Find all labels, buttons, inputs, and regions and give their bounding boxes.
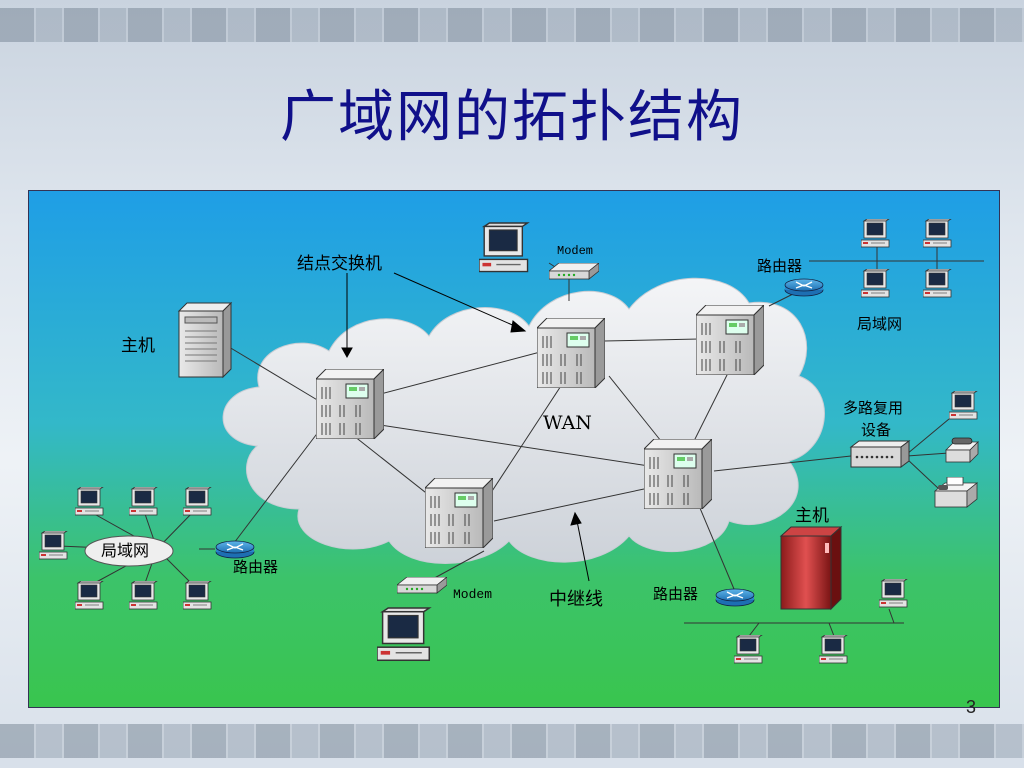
modem-top-label: Modem xyxy=(557,244,593,258)
lan-ellipse xyxy=(84,535,174,567)
mainframe-host-icon xyxy=(779,525,843,611)
computer-icon xyxy=(75,581,104,610)
computer-icon xyxy=(923,219,952,248)
wan-label: WAN xyxy=(543,412,592,434)
host-label: 主机 xyxy=(121,336,155,356)
computer-icon xyxy=(861,269,890,298)
computer-icon xyxy=(39,531,68,560)
host-server-icon xyxy=(177,301,233,379)
computer-icon xyxy=(479,222,529,273)
trunk-label: 中继线 xyxy=(549,589,603,610)
switch-node-top xyxy=(537,318,605,388)
computer-icon xyxy=(734,635,763,664)
computer-icon xyxy=(75,487,104,516)
bottom-border-decoration xyxy=(0,724,1024,758)
switch-node-center-right xyxy=(644,439,712,509)
modem-bottom-label: Modem xyxy=(453,587,492,602)
modem-icon xyxy=(549,263,599,280)
page-number: 3 xyxy=(966,697,977,717)
mux-label-line2: 设备 xyxy=(861,421,891,439)
switch-node-left xyxy=(316,369,384,439)
router-icon xyxy=(215,540,255,559)
wan-topology-diagram: 结点交换机 主机 Modem WAN 路由器 局域网 多路复用 设备 主机 局域… xyxy=(28,190,1000,708)
fax-icon xyxy=(934,477,978,508)
computer-icon xyxy=(183,487,212,516)
telephone-icon xyxy=(945,437,979,463)
router-bottom-label: 路由器 xyxy=(653,585,698,603)
router-top-label: 路由器 xyxy=(757,257,802,275)
computer-icon xyxy=(923,269,952,298)
slide-title: 广域网的拓扑结构 xyxy=(280,85,744,150)
switch-node-right xyxy=(696,305,764,375)
switch-node-bottom xyxy=(425,478,493,548)
computer-icon xyxy=(183,581,212,610)
switch-label: 结点交换机 xyxy=(297,254,382,274)
multiplexer-icon xyxy=(849,440,911,468)
router-icon xyxy=(784,278,824,297)
computer-icon xyxy=(129,581,158,610)
computer-icon xyxy=(377,607,431,662)
modem-icon xyxy=(397,577,447,594)
lan-top-label: 局域网 xyxy=(857,315,902,333)
computer-icon xyxy=(879,579,908,608)
top-border-decoration xyxy=(0,8,1024,42)
lan-left-label: 局域网 xyxy=(101,541,149,560)
mux-label-line1: 多路复用 xyxy=(843,399,903,417)
router-icon xyxy=(715,588,755,607)
computer-icon xyxy=(949,391,978,420)
router-left-label: 路由器 xyxy=(233,558,278,576)
host-bottom-label: 主机 xyxy=(795,506,829,526)
computer-icon xyxy=(861,219,890,248)
computer-icon xyxy=(819,635,848,664)
computer-icon xyxy=(129,487,158,516)
annotation-arrows xyxy=(341,272,590,582)
